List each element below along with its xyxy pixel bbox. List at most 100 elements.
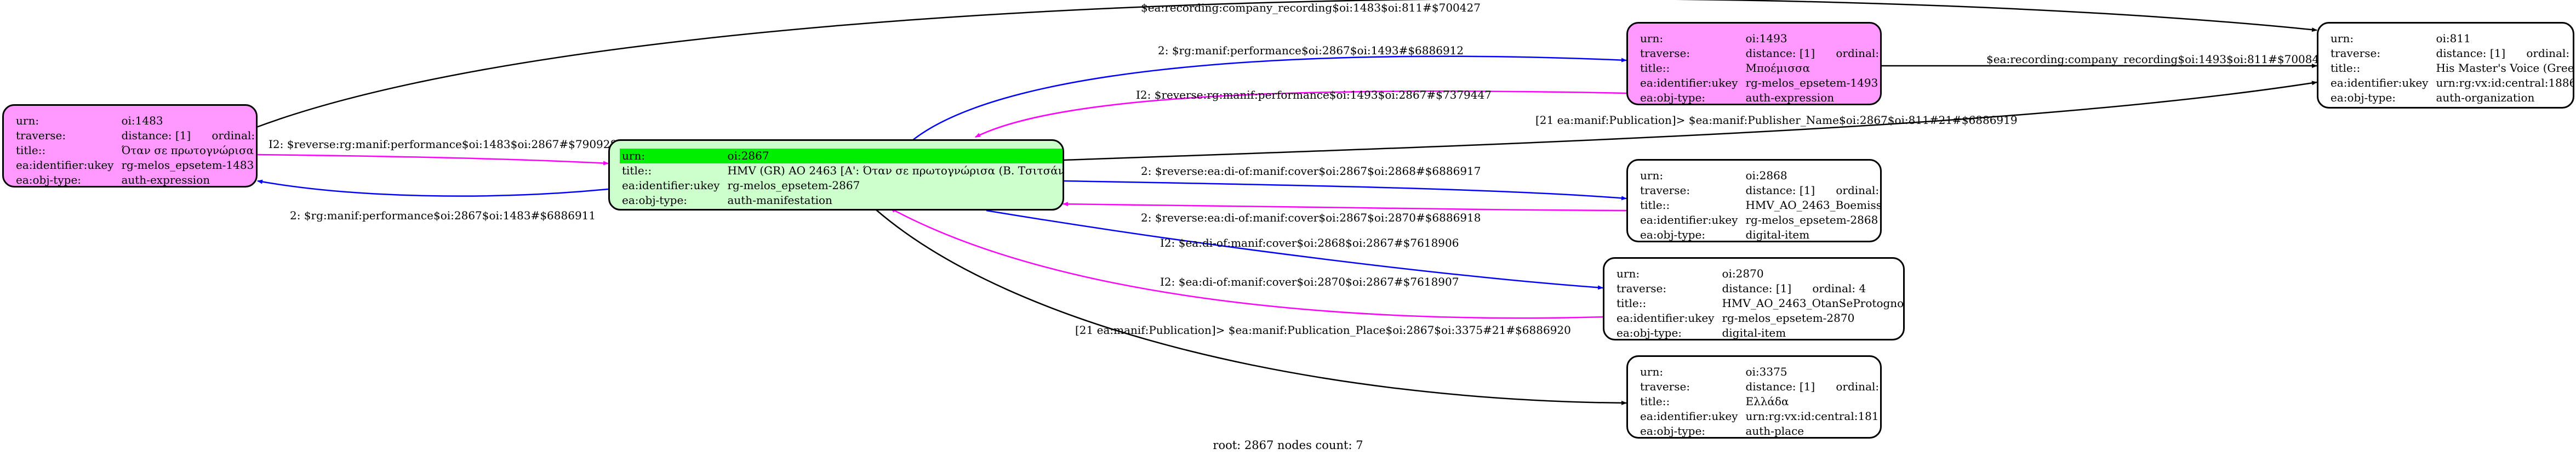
urn-value: oi:2867 (725, 149, 1063, 163)
traverse-value: distance: [1] ordinal: 4 (1722, 282, 1866, 295)
traverse-label: traverse: (16, 129, 66, 142)
title-label: title:: (1640, 198, 1670, 212)
type-label: ea:obj-type: (1640, 228, 1706, 241)
title-value: HMV_AO_2463_OtanSeProtognorisa (1722, 297, 1905, 310)
traverse-value: distance: [1] ordinal: 5 (2436, 47, 2574, 60)
ukey-value: rg-melos_epsetem-1493 (1745, 76, 1878, 89)
edge-2867-to-1483 (257, 179, 609, 197)
node-oi-2868[interactable]: urn: oi:2868 traverse: distance: [1] ordin… (1626, 159, 1882, 242)
type-value: auth-expression (121, 173, 210, 186)
ukey-value: rg-melos_epsetem-2868 (1745, 213, 1878, 226)
traverse-value: distance: [1] ordinal: 3 (1745, 184, 1882, 197)
ukey-label: ea:identifier:ukey (16, 158, 114, 172)
edge-label-1493-2867: I2: $reverse:rg:manif:performance$oi:149… (1136, 88, 1492, 101)
title-label: title:: (2331, 61, 2361, 75)
urn-value: oi:2868 (1745, 169, 1787, 182)
title-label: title:: (1617, 297, 1647, 310)
node-oi-811[interactable]: urn: oi:811 traverse: distance: [1] ordina… (2317, 22, 2574, 109)
ukey-label: ea:identifier:ukey (1640, 410, 1738, 423)
traverse-value: distance: [1] ordinal: 1 (121, 129, 258, 142)
title-label: title:: (622, 164, 652, 177)
edge-label-2867-1483: 2: $rg:manif:performance$oi:2867$oi:1483… (290, 209, 596, 222)
graph-footer: root: 2867 nodes count: 7 (1213, 439, 1363, 452)
edge-label-1493-811: $ea:recording:company_recording$oi:1493$… (1986, 53, 2326, 66)
node-oi-1493[interactable]: urn: oi:1493 traverse: distance: [1] ordin… (1626, 22, 1882, 105)
title-label: title:: (1640, 61, 1670, 75)
type-label: ea:obj-type: (622, 194, 688, 207)
node-oi-1483[interactable]: urn: oi:1483 traverse: distance: [1] ordin… (2, 104, 258, 188)
traverse-label: traverse: (2331, 47, 2381, 60)
urn-value: oi:811 (2436, 32, 2471, 45)
edge-label-2867-2870: 2: $reverse:ea:di-of:manif:cover$oi:2867… (1141, 211, 1481, 224)
edge-2868-to-2867 (1063, 202, 1627, 212)
title-value: HMV (GR) AO 2463 [Α': Όταν σε πρωτογνώρι… (727, 164, 1064, 177)
ukey-label: ea:identifier:ukey (1640, 76, 1738, 89)
edge-label-2870-2867: I2: $ea:di-of:manif:cover$oi:2870$oi:286… (1160, 275, 1459, 288)
title-value: HMV_AO_2463_Boemissa (1745, 198, 1882, 212)
edge-2867-to-2870 (986, 209, 1603, 290)
edge-2867-to-811-publisher (1063, 81, 2317, 161)
type-value: auth-expression (1745, 91, 1835, 104)
urn-value: oi:1493 (1745, 32, 1787, 45)
traverse-label: traverse: (1617, 282, 1667, 295)
urn-value: oi:1483 (121, 114, 163, 127)
ukey-value: rg-melos_epsetem-1483 (121, 158, 254, 172)
title-value: Όταν σε πρωτογνώρισα (121, 144, 254, 157)
edge-label-2867-811: [21 ea:manif:Publication]> $ea:manif:Pub… (1535, 113, 2018, 127)
edge-label-1483-811: $ea:recording:company_recording$oi:1483$… (1141, 1, 1481, 14)
edge-2867-to-2868 (1063, 180, 1627, 201)
urn-label: urn: (1640, 32, 1664, 45)
type-label: ea:obj-type: (2331, 91, 2396, 104)
edge-label-2868-2867: I2: $ea:di-of:manif:cover$oi:2868$oi:286… (1160, 236, 1459, 249)
type-label: ea:obj-type: (1617, 326, 1682, 339)
title-value: Μποέμισσα (1745, 61, 1810, 75)
node-oi-2870[interactable]: urn: oi:2870 traverse: distance: [1] ordin… (1603, 257, 1905, 340)
urn-value: oi:3375 (1745, 365, 1787, 378)
type-value: auth-organization (2436, 91, 2535, 104)
ukey-value: urn:rg:vx:id:central:1886 (2436, 76, 2574, 89)
urn-label: urn: (2331, 32, 2354, 45)
edge-1483-to-2867 (256, 154, 609, 166)
type-value: digital-item (1745, 228, 1810, 241)
type-label: ea:obj-type: (1640, 91, 1706, 104)
ukey-value: urn:rg:vx:id:central:181 (1745, 410, 1879, 423)
node-oi-2867-root[interactable]: urn:oi:2867 title::HMV (GR) AO 2463 [Α':… (608, 139, 1064, 211)
edge-1493-to-2867 (975, 90, 1627, 138)
urn-value: oi:2870 (1722, 267, 1764, 280)
traverse-value: distance: [1] ordinal: 6 (1745, 380, 1882, 393)
edge-2870-to-2867 (890, 207, 1603, 319)
edge-1483-to-811 (256, 0, 2317, 128)
urn-label: urn: (1640, 365, 1664, 378)
edge-2867-to-3375 (875, 209, 1627, 405)
title-label: title:: (1640, 395, 1670, 408)
type-label: ea:obj-type: (16, 173, 82, 186)
ukey-label: ea:identifier:ukey (1617, 311, 1715, 325)
type-label: ea:obj-type: (1640, 424, 1706, 438)
title-label: title:: (16, 144, 46, 157)
ukey-label: ea:identifier:ukey (1640, 213, 1738, 226)
traverse-label: traverse: (1640, 380, 1690, 393)
ukey-value: rg-melos_epsetem-2867 (727, 179, 860, 192)
traverse-value: distance: [1] ordinal: 2 (1745, 47, 1882, 60)
urn-label: urn: (16, 114, 39, 127)
traverse-label: traverse: (1640, 184, 1690, 197)
edge-2867-to-1493 (912, 55, 1627, 141)
type-value: auth-manifestation (727, 194, 832, 207)
ukey-label: ea:identifier:ukey (622, 179, 720, 192)
node-oi-3375[interactable]: urn: oi:3375 traverse: distance: [1] ordin… (1626, 355, 1882, 439)
urn-label: urn: (620, 149, 726, 163)
type-value: digital-item (1722, 326, 1786, 339)
edge-label-1483-2867: I2: $reverse:rg:manif:performance$oi:148… (269, 138, 624, 151)
edge-label-2867-3375: [21 ea:manif:Publication]> $ea:manif:Pub… (1075, 323, 1571, 337)
traverse-label: traverse: (1640, 47, 1690, 60)
ukey-value: rg-melos_epsetem-2870 (1722, 311, 1855, 325)
urn-label: urn: (1617, 267, 1640, 280)
title-value: Ελλάδα (1745, 395, 1789, 408)
type-value: auth-place (1745, 424, 1804, 438)
ukey-label: ea:identifier:ukey (2331, 76, 2429, 89)
edge-label-2867-2868: 2: $reverse:ea:di-of:manif:cover$oi:2867… (1141, 164, 1481, 178)
edge-label-2867-1493: 2: $rg:manif:performance$oi:2867$oi:1493… (1158, 44, 1464, 57)
urn-label: urn: (1640, 169, 1664, 182)
title-value: His Master's Voice (Greece) (2436, 61, 2574, 75)
